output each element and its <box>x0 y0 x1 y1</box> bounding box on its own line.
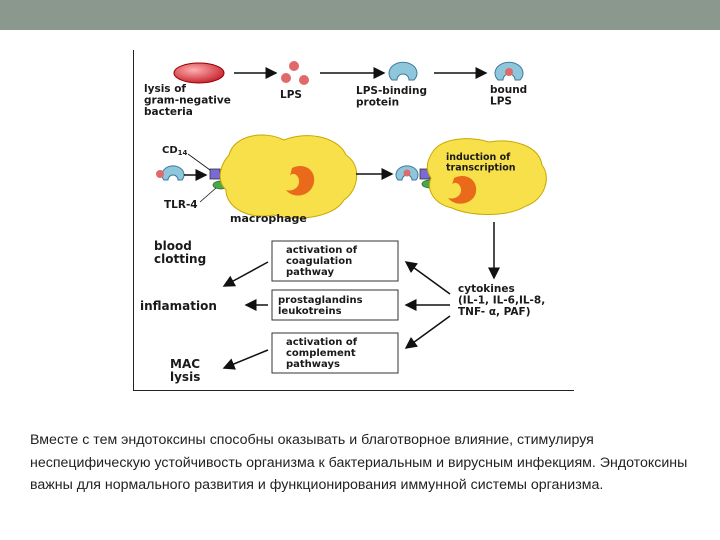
cytokines-label: cytokines(IL-1, IL-6,IL-8,TNF- α, PAF) <box>458 283 545 318</box>
cd14-label: CD14 <box>162 145 188 157</box>
coagulation-box <box>271 240 399 282</box>
label-line: leukotreins <box>278 306 342 317</box>
label-line: lysis of <box>144 83 186 95</box>
label-line: complement <box>286 348 356 359</box>
top-bar <box>0 0 720 30</box>
lps-label: LPS <box>280 89 302 101</box>
label-line: transcription <box>446 162 516 173</box>
label-line: bacteria <box>144 106 193 118</box>
label-line: pathways <box>286 359 340 370</box>
tlr4-label: TLR-4 <box>164 199 198 211</box>
macrophage-label: macrophage <box>230 212 307 225</box>
label-line: TNF- α, PAF) <box>458 306 531 318</box>
label-line: prostaglandins <box>278 295 363 306</box>
induction-nucleus <box>448 175 477 204</box>
label-line: clotting <box>154 252 206 266</box>
label-line: pathway <box>286 267 334 278</box>
prostaglandins-box <box>271 289 399 321</box>
arrow-cytokines-to-complement <box>404 315 451 349</box>
label-line: activation of <box>286 245 358 256</box>
tlr4-pointer <box>199 187 217 203</box>
complement-box <box>271 332 399 374</box>
label-line: gram-negative <box>144 95 231 107</box>
inflamation-label: inflamation <box>140 299 217 313</box>
label-line: (IL-1, IL-6,IL-8, <box>458 295 545 307</box>
bacteria-shape <box>173 62 225 84</box>
lps-binding-protein-shape <box>388 61 418 81</box>
receptor-complex-left <box>156 153 230 190</box>
label-line: MAC <box>170 357 200 371</box>
macrophage-nucleus <box>286 165 315 196</box>
label-line: LPS-binding <box>356 85 427 97</box>
lps-molecules <box>281 61 309 85</box>
label-line: lysis <box>170 370 200 384</box>
arrow-complement-to-mac <box>222 349 269 370</box>
bound-lps-shape <box>494 61 524 81</box>
induction-cell-shape <box>426 138 547 215</box>
arrow-coagulation-to-outcomes <box>222 261 269 287</box>
label-line: coagulation <box>286 256 352 267</box>
label-line: LPS <box>490 96 512 108</box>
macrophage-shape <box>219 134 358 219</box>
label-line: blood <box>154 239 192 253</box>
label-line: protein <box>356 97 399 109</box>
label-line: bound <box>490 84 527 96</box>
label-line: induction of <box>446 152 511 163</box>
label-line: activation of <box>286 337 358 348</box>
arrow-cytokines-to-coagulation <box>404 261 451 295</box>
label-line: cytokines <box>458 283 515 295</box>
caption-text: Вместе с тем эндотоксины способны оказыв… <box>30 432 688 493</box>
